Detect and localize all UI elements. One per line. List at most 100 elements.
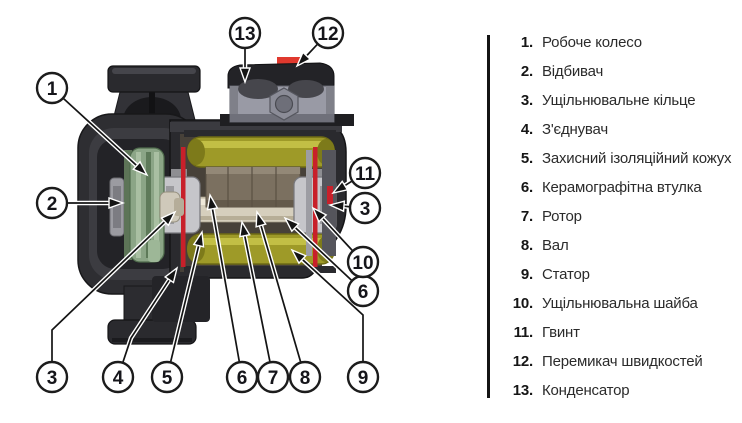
legend-item-10: 10. Ущільнювальна шайба: [503, 289, 742, 318]
callout-circle: [101, 360, 135, 394]
leader-arrowhead: [311, 206, 328, 223]
leader-arrowhead: [192, 229, 205, 248]
screw: [327, 186, 333, 204]
legend-item-number: 11.: [513, 324, 534, 341]
leader-arrowhead: [255, 210, 267, 228]
leader-arrowhead: [327, 200, 346, 213]
callout-number: 12: [317, 24, 338, 45]
callout-number: 6: [358, 282, 369, 303]
callout-number: 7: [268, 368, 279, 389]
leader-arrowhead: [108, 197, 126, 209]
callout-3: 3: [327, 191, 382, 225]
legend-item-number: 2.: [520, 63, 533, 80]
legend-item-number: 12.: [512, 353, 533, 370]
leader-arrowhead: [206, 192, 219, 211]
legend-divider: [487, 35, 490, 398]
callout-number: 5: [162, 368, 173, 389]
stator-winding-top: [187, 136, 335, 168]
callout-number: 13: [234, 24, 255, 45]
leader-line: [292, 224, 353, 282]
callout-2: 2: [35, 186, 126, 220]
callout-circle: [228, 16, 262, 50]
callout-13: 13: [228, 16, 262, 85]
cable-gland-nut: [269, 87, 299, 121]
leader-arrowhead: [331, 180, 349, 195]
callout-circle: [35, 71, 69, 105]
legend-item-number: 10.: [512, 295, 533, 312]
legend-item-number: 4.: [520, 121, 533, 138]
legend-item-number: 5.: [520, 150, 533, 167]
legend-item-label: Ущільнювальна шайба: [542, 295, 698, 312]
callout-6: 6: [206, 192, 259, 394]
callout-number: 6: [237, 368, 248, 389]
callout-circle: [346, 360, 380, 394]
legend-item-8: 8. Вал: [503, 231, 742, 260]
legend-item-number: 8.: [520, 237, 533, 254]
leader-line: [62, 97, 140, 169]
callout-number: 11: [355, 164, 376, 185]
callout-circle: [311, 16, 345, 50]
callout-10: 10: [311, 206, 380, 279]
legend-item-label: Статор: [542, 266, 590, 283]
callout-9: 9: [290, 248, 380, 394]
legend-item-label: З'єднувач: [542, 121, 608, 138]
legend-item-label: Гвинт: [542, 324, 580, 341]
legend-item-13: 13. Конденсатор: [503, 376, 742, 405]
callout-number: 3: [360, 199, 371, 220]
callout-circle: [256, 360, 290, 394]
leader-line: [319, 215, 354, 252]
legend-item-2: 2. Відбивач: [503, 57, 742, 86]
legend-item-number: 9.: [520, 266, 533, 283]
legend-item-3: 3.Ущільнювальне кільце: [503, 86, 742, 115]
callout-8: 8: [255, 210, 322, 394]
callout-number: 2: [47, 194, 58, 215]
leader-arrowhead: [163, 266, 179, 284]
legend-item-label: Конденсатор: [542, 382, 630, 399]
leader-line: [169, 242, 201, 363]
callout-number: 4: [113, 368, 124, 389]
callout-4: 4: [101, 266, 179, 394]
callout-circle: [348, 156, 382, 190]
callout-circle: [35, 360, 69, 394]
legend-item-4: 4. З'єднувач: [503, 115, 742, 144]
callout-1: 1: [35, 71, 149, 177]
legend-item-label: Відбивач: [542, 63, 604, 80]
leader-arrowhead: [132, 160, 149, 177]
legend-item-label: Вал: [542, 237, 569, 254]
terminal-box: [227, 57, 335, 123]
callout-6: 6: [283, 216, 380, 308]
leader-line: [259, 222, 302, 363]
callout-circle: [150, 360, 184, 394]
callout-number: 1: [47, 79, 58, 100]
leader-arrowhead: [239, 219, 251, 238]
leader-line: [121, 276, 172, 364]
legend-item-5: 5.Захисний ізоляційний кожух: [503, 144, 742, 173]
stator-winding-bottom: [187, 233, 335, 265]
legend-item-number: 6.: [520, 179, 533, 196]
legend-item-label: Перемикач швидкостей: [542, 353, 703, 370]
legend-item-7: 7.Ротор: [503, 202, 742, 231]
leader-arrowhead: [160, 210, 177, 227]
legend-item-number: 3.: [520, 92, 533, 109]
callout-5: 5: [150, 229, 205, 394]
leader-arrowhead: [283, 216, 300, 233]
legend-item-12: 12. Перемикач швидкостей: [503, 347, 742, 376]
legend-item-number: 13.: [512, 382, 533, 399]
callout-number: 9: [358, 368, 369, 389]
callout-3: 3: [35, 210, 177, 394]
impeller: [109, 147, 184, 263]
callout-7: 7: [239, 219, 290, 394]
callout-number: 10: [352, 253, 373, 274]
legend-item-label: Ротор: [542, 208, 582, 225]
callout-circle: [348, 191, 382, 225]
legend-item-label: Робоче колесо: [542, 34, 642, 51]
leader-arrowhead: [295, 51, 312, 68]
stator-frame-top: [184, 130, 336, 137]
legend-item-11: 11. Гвинт: [503, 318, 742, 347]
callout-circle: [35, 186, 69, 220]
legend-item-6: 6.Керамографітна втулка: [503, 173, 742, 202]
leader-arrowhead: [239, 67, 251, 85]
legend-item-number: 1.: [520, 34, 533, 51]
stator-frame-bottom: [184, 266, 336, 273]
